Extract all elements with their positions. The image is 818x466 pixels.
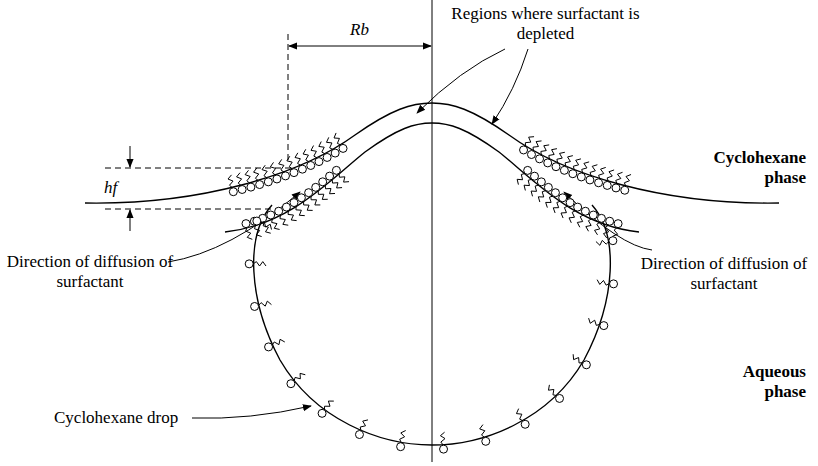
- surfactant-molecule: [295, 153, 306, 173]
- surfactant-molecule: [440, 432, 448, 453]
- surfactant-molecule: [597, 280, 617, 288]
- surfactant-molecule: [516, 409, 529, 429]
- surfactant-molecule: [245, 260, 266, 268]
- diffusion-arrow: [564, 192, 652, 250]
- surfactant-molecule: [596, 237, 617, 246]
- diffusion-note: Direction of diffusion of surfactant: [638, 254, 810, 294]
- bulk-interface: [85, 103, 779, 203]
- leader-arrow: [417, 49, 505, 113]
- dimension-arrow: [289, 46, 431, 47]
- drop-label: Cyclohexane drop: [54, 408, 194, 428]
- surfactant-molecule: [517, 166, 532, 184]
- surfactant-molecule: [569, 203, 582, 223]
- surfactant-molecule: [287, 373, 305, 387]
- drop-outline: [254, 205, 611, 445]
- surfactant-molecule: [265, 339, 285, 351]
- surfactant-molecule: [621, 175, 631, 195]
- dimension-extension: [105, 209, 292, 210]
- axis-line: [432, 0, 433, 462]
- drop-film-interface: [225, 123, 639, 232]
- surfactant-molecule: [245, 170, 255, 191]
- surfactant-molecule: [524, 172, 538, 190]
- surfactant-molecules: [228, 133, 631, 453]
- surfactant-molecule: [254, 168, 264, 189]
- surfactant-molecule: [303, 149, 315, 169]
- surfactant-molecule: [480, 425, 490, 446]
- surfactant-molecule: [251, 301, 272, 310]
- surfactant-molecule: [595, 214, 606, 234]
- surfactant-molecule: [577, 207, 589, 227]
- surfactant-molecule: [270, 162, 281, 183]
- diffusion-arrow: [168, 192, 300, 262]
- dimension-extension: [288, 34, 289, 160]
- surfactant-molecule: [573, 354, 590, 369]
- dimension-label: hf: [104, 178, 128, 198]
- surfactant-molecule: [262, 165, 272, 186]
- leader-arrow: [492, 49, 528, 124]
- surfactant-molecule: [287, 156, 298, 176]
- diffusion-note: Direction of diffusion of surfactant: [4, 252, 176, 292]
- surfactant-molecule: [397, 431, 406, 451]
- surfactant-molecule: [250, 217, 261, 236]
- surfactant-molecule: [553, 194, 566, 213]
- surfactant-molecule: [332, 166, 349, 182]
- phase-label: Cyclohexane phase: [688, 148, 806, 188]
- surfactant-molecule: [334, 133, 347, 152]
- surfactant-molecule: [228, 175, 237, 196]
- surfactant-molecule: [327, 137, 340, 157]
- dimension-label: Rb: [350, 20, 390, 40]
- surfactant-molecule: [253, 217, 272, 229]
- phase-label: Aqueous phase: [700, 362, 806, 402]
- dimension-arrow: [130, 146, 131, 167]
- dimension-arrow: [130, 210, 131, 231]
- surfactant-molecule: [548, 385, 563, 403]
- surfactant-molecule: [355, 420, 368, 439]
- surfactant-molecule: [561, 199, 574, 218]
- surfactant-molecule: [589, 318, 608, 329]
- surfactant-molecule: [237, 173, 247, 194]
- region-note: Regions where surfactant is depleted: [448, 4, 643, 44]
- surfactant-molecule: [586, 211, 598, 231]
- surfactant-molecule: [279, 159, 290, 180]
- surfactant-molecule: [603, 217, 613, 238]
- leader-arrow: [192, 406, 311, 418]
- surfactant-molecule: [319, 142, 331, 162]
- surfactant-molecule: [311, 146, 323, 166]
- surfactant-molecule: [318, 401, 334, 417]
